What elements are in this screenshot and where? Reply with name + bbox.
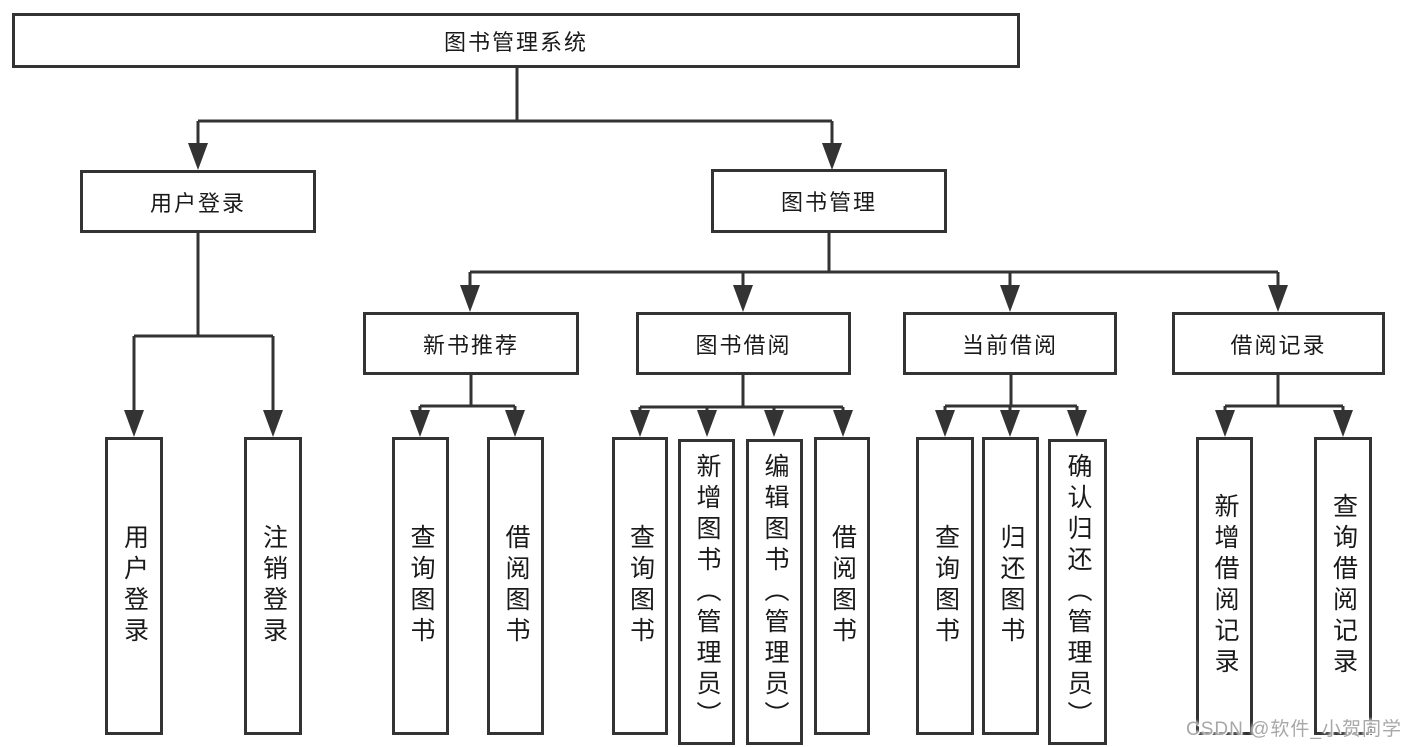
leaf-user-login: 用户登录 xyxy=(105,437,163,735)
leaf-logout: 注销登录 xyxy=(244,437,302,735)
leaf-query-borrow-record-label: 查询借阅记录 xyxy=(1329,493,1358,679)
node-book-management-module: 图书管理 xyxy=(711,169,947,233)
leaf-edit-books-admin-label: 编辑图书（管理员） xyxy=(761,452,789,732)
leaf-recommend-query-books-label: 查询图书 xyxy=(407,524,435,648)
connector-records-group xyxy=(1215,375,1353,437)
node-new-book-recommend: 新书推荐 xyxy=(363,312,579,375)
leaf-add-books-admin: 新增图书（管理员） xyxy=(678,439,735,745)
leaf-return-books: 归还图书 xyxy=(982,437,1039,735)
leaf-borrow-books: 借阅图书 xyxy=(814,437,870,735)
node-new-book-recommend-label: 新书推荐 xyxy=(422,332,519,358)
leaf-borrow-books-label: 借阅图书 xyxy=(828,524,857,648)
connector-mgmt-group xyxy=(460,233,1288,312)
leaf-user-login-label: 用户登录 xyxy=(120,524,149,648)
connector-recommend-group xyxy=(410,375,525,437)
leaf-borrow-query-books-label: 查询图书 xyxy=(626,524,655,648)
leaf-confirm-return-admin-label: 确认归还（管理员） xyxy=(1064,452,1092,732)
node-book-management-module-label: 图书管理 xyxy=(780,190,877,215)
connector-current-group xyxy=(935,375,1087,437)
node-current-borrowing: 当前借阅 xyxy=(903,312,1117,375)
leaf-confirm-return-admin: 确认归还（管理员） xyxy=(1048,439,1107,745)
leaf-add-borrow-record-label: 新增借阅记录 xyxy=(1211,493,1239,679)
leaf-query-borrow-record: 查询借阅记录 xyxy=(1314,437,1372,735)
node-book-borrowing: 图书借阅 xyxy=(636,312,851,375)
leaf-current-query-books: 查询图书 xyxy=(916,437,974,735)
leaf-edit-books-admin: 编辑图书（管理员） xyxy=(746,439,803,745)
node-user-login-module: 用户登录 xyxy=(80,170,316,233)
connector-root xyxy=(188,68,842,170)
csdn-watermark: CSDN @软件_小贺同学 xyxy=(1186,719,1402,740)
leaf-recommend-borrow-books: 借阅图书 xyxy=(487,437,544,735)
connector-login-group xyxy=(124,233,283,437)
leaf-add-borrow-record: 新增借阅记录 xyxy=(1196,437,1253,735)
node-current-borrowing-label: 当前借阅 xyxy=(961,332,1058,358)
node-user-login-module-label: 用户登录 xyxy=(149,190,246,216)
leaf-add-books-admin-label: 新增图书（管理员） xyxy=(693,452,721,732)
leaf-logout-label: 注销登录 xyxy=(259,524,288,648)
node-book-borrowing-label: 图书借阅 xyxy=(695,332,792,358)
leaf-recommend-borrow-books-label: 借阅图书 xyxy=(502,524,530,648)
leaf-borrow-query-books: 查询图书 xyxy=(612,437,668,735)
node-borrowing-records-label: 借阅记录 xyxy=(1230,332,1327,358)
node-borrowing-records: 借阅记录 xyxy=(1172,312,1385,375)
leaf-recommend-query-books: 查询图书 xyxy=(392,437,449,735)
connector-borrow-group xyxy=(630,375,853,437)
leaf-return-books-label: 归还图书 xyxy=(997,524,1025,648)
node-library-system: 图书管理系统 xyxy=(12,13,1020,68)
leaf-current-query-books-label: 查询图书 xyxy=(931,524,960,648)
node-library-system-label: 图书管理系统 xyxy=(443,29,588,55)
